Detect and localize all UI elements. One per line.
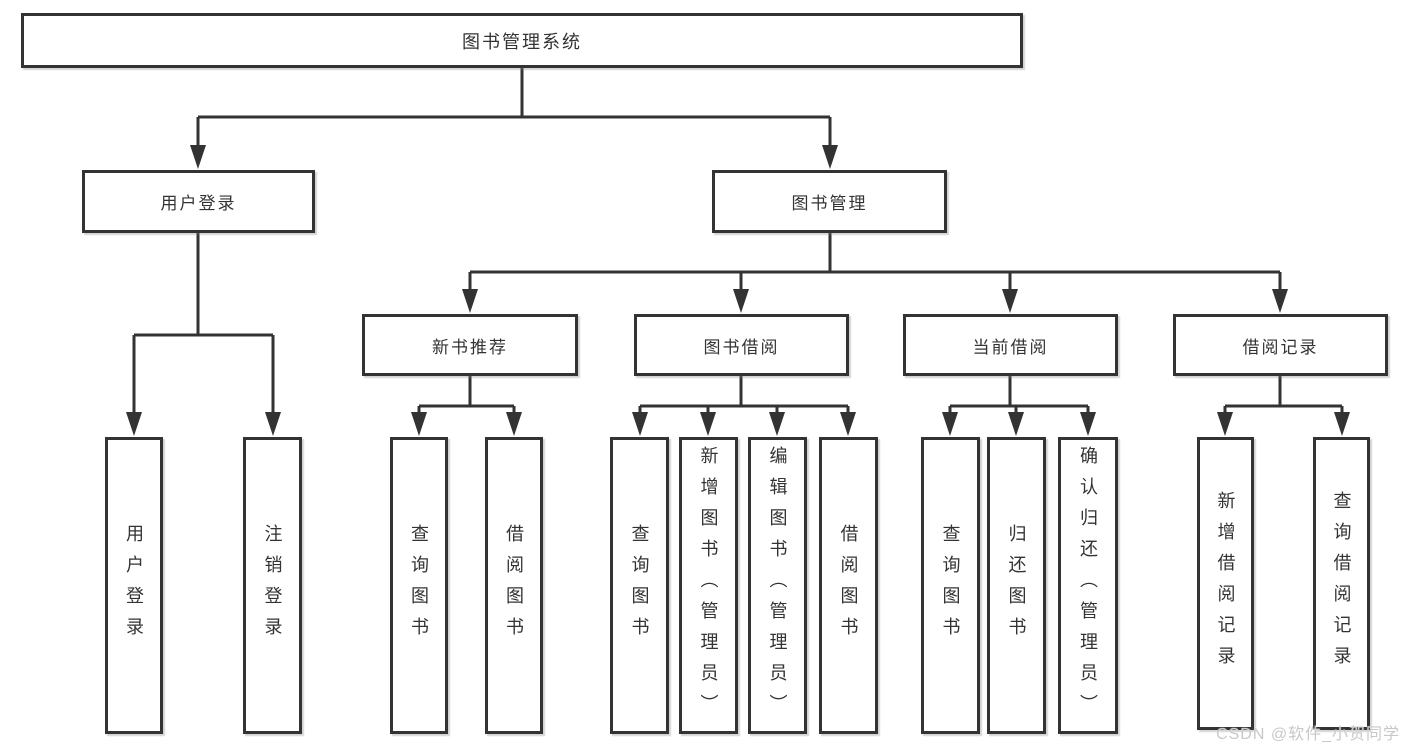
node-login: 用户登录 — [105, 437, 163, 734]
node-borrowing-records: 借阅记录 — [1173, 314, 1388, 376]
node-label: 查询图书 — [629, 523, 650, 648]
node-add-book-admin: 新增图书（管理员） — [679, 437, 738, 734]
node-query-books-recommend: 查询图书 — [390, 437, 448, 734]
node-label: 编辑图书（管理员） — [767, 446, 788, 725]
node-label: 借阅图书 — [504, 523, 524, 648]
node-label: 查询图书 — [409, 523, 429, 648]
node-label: 归还图书 — [1006, 523, 1027, 648]
node-label: 用户登录 — [124, 523, 144, 648]
node-book-borrowing: 图书借阅 — [634, 314, 849, 376]
node-current-borrowing: 当前借阅 — [903, 314, 1118, 376]
node-system: 图书管理系统 — [21, 13, 1023, 68]
node-label: 确认归还（管理员） — [1078, 446, 1098, 725]
node-label: 注销登录 — [262, 523, 283, 648]
node-add-borrow-record: 新增借阅记录 — [1197, 437, 1254, 730]
node-edit-book-admin: 编辑图书（管理员） — [748, 437, 807, 734]
csdn-watermark: CSDN @软件_小贺同学 — [1216, 726, 1400, 743]
node-label: 借阅图书 — [838, 523, 859, 648]
node-label: 查询借阅记录 — [1331, 490, 1352, 677]
node-book-management: 图书管理 — [712, 170, 947, 233]
node-new-book-recommend: 新书推荐 — [362, 314, 578, 376]
node-query-books-current: 查询图书 — [921, 437, 980, 734]
node-label: 查询图书 — [940, 523, 961, 648]
node-confirm-return-admin: 确认归还（管理员） — [1058, 437, 1118, 734]
node-query-borrow-record: 查询借阅记录 — [1313, 437, 1370, 730]
node-return-book: 归还图书 — [987, 437, 1046, 734]
node-borrow-books-recommend: 借阅图书 — [485, 437, 543, 734]
node-query-books-borrowing: 查询图书 — [610, 437, 669, 734]
node-user-login-group: 用户登录 — [82, 170, 315, 233]
node-label: 新增图书（管理员） — [698, 446, 719, 725]
node-logout: 注销登录 — [243, 437, 302, 734]
node-borrow-books-borrowing: 借阅图书 — [819, 437, 878, 734]
node-label: 新增借阅记录 — [1215, 490, 1236, 677]
